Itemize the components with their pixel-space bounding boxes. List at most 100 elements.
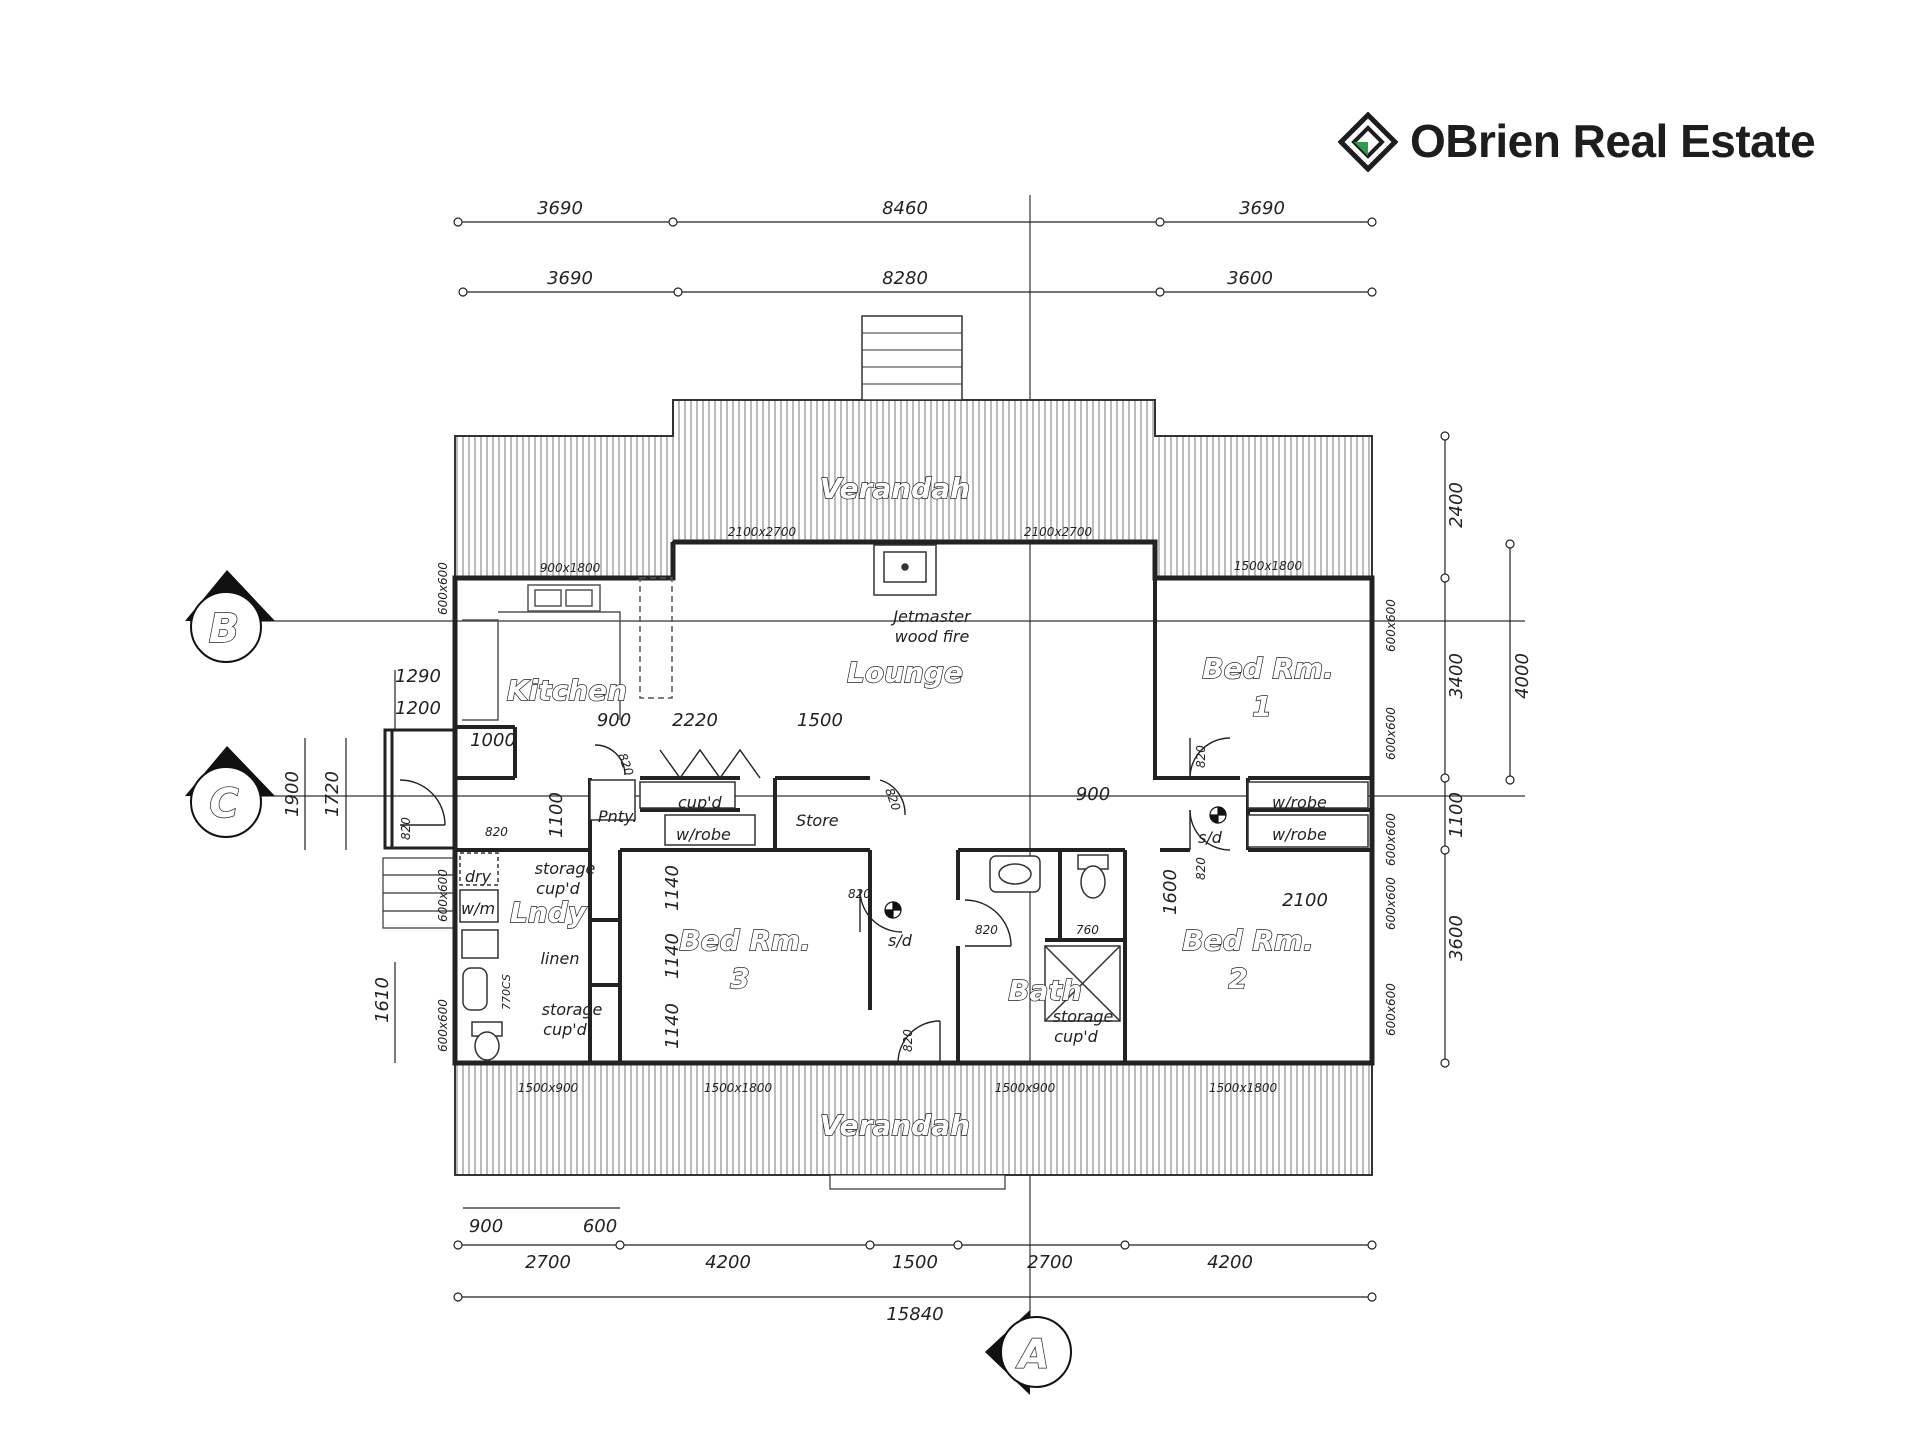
dimension-label: 2400 (1446, 482, 1467, 528)
dimension-label: 8460 (882, 198, 928, 219)
laundry-steps (382, 857, 454, 929)
store-label: Store (796, 811, 839, 830)
verandah-bottom (454, 1062, 1373, 1190)
lounge-label: Lounge (847, 656, 963, 689)
linen-label: linen (540, 949, 579, 968)
dimension-label: 1500 (892, 1252, 938, 1273)
smoke-detector-label-left: s/d (888, 931, 913, 950)
dimension-label: 2700 (1027, 1252, 1073, 1273)
storage-cupd-label-1: cup'd (536, 879, 580, 898)
bath-fixtures (989, 854, 1121, 1022)
bed1-wardrobe-b: w/robe (1272, 825, 1327, 844)
house-walls (452, 539, 1375, 1066)
pantry-label: Pnty. (598, 807, 637, 826)
window-label: 1500x1800 (1209, 1081, 1278, 1095)
dimension-label: 1100 (1446, 792, 1467, 838)
door-label: 820 (975, 923, 998, 937)
dimension-label: 4200 (705, 1252, 751, 1273)
hall-cupboards (589, 779, 756, 846)
dimension-label: 3600 (1446, 915, 1467, 961)
window-label: 1500x900 (995, 1081, 1056, 1095)
dimension-label: 3690 (537, 198, 583, 219)
storage-cupd-label-2: cup'd (543, 1020, 587, 1039)
storage-label-1: storage (535, 859, 596, 878)
dimension-label: 1100 (546, 792, 567, 838)
door-label: 820 (1194, 745, 1208, 768)
dimension-label: 900 (1076, 784, 1110, 805)
jetmaster-label: Jetmaster (890, 607, 972, 626)
dimension-label: 600 (583, 1216, 617, 1237)
dimension-label: 1900 (282, 771, 303, 817)
cupboard-label: cup'd (678, 793, 722, 812)
dimension-label: 4200 (1207, 1252, 1253, 1273)
section-label-b: B (209, 606, 240, 652)
window-label: 600x600 (1384, 707, 1398, 760)
verandah-bottom-label: Verandah (820, 1109, 970, 1142)
dimension-label: 15840 (886, 1304, 943, 1325)
door-swings (399, 737, 1231, 1064)
section-marker-b: B (185, 570, 275, 663)
window-label: 1500x1800 (704, 1081, 773, 1095)
bed3-label: Bed Rm. (679, 924, 811, 957)
dimension-label: 2100 (1282, 890, 1328, 911)
bed1-wardrobe-a: w/robe (1272, 793, 1327, 812)
bed3-number: 3 (730, 962, 749, 995)
smoke-detector-label-right: s/d (1198, 828, 1223, 847)
dimension-label: 4000 (1512, 653, 1533, 699)
dimension-label: 1500 (797, 710, 843, 731)
door-label: 820 (1194, 857, 1208, 880)
window-label: 600x600 (436, 999, 450, 1052)
door-label: 820 (848, 887, 871, 901)
window-label: 600x600 (1384, 599, 1398, 652)
dimension-label: 3690 (547, 268, 593, 289)
washing-machine-label: w/m (461, 899, 495, 918)
dimension-label: 1290 (395, 666, 441, 687)
dryer-label: dry (465, 867, 492, 886)
section-marker-a: A (985, 1310, 1072, 1395)
bed2-label: Bed Rm. (1182, 924, 1314, 957)
dimension-label: 900 (469, 1216, 503, 1237)
dimension-label: 8280 (882, 268, 928, 289)
verandah-top-label: Verandah (820, 472, 970, 505)
laundry-extension (383, 728, 455, 850)
window-label: 1500x1800 (1234, 559, 1303, 573)
verandah-top (454, 315, 1373, 579)
dimension-label: 1720 (322, 771, 343, 817)
window-label: 2100x2700 (1024, 525, 1093, 539)
hall-wardrobe-label: w/robe (676, 825, 731, 844)
wc-label: 770CS (500, 974, 513, 1010)
bed1-number: 1 (1252, 690, 1271, 723)
dimension-label: 3400 (1446, 653, 1467, 699)
dimension-ticks (453, 217, 1515, 1302)
storage-label-2: storage (542, 1000, 603, 1019)
window-label: 600x600 (1384, 813, 1398, 866)
section-label-c: C (209, 781, 238, 827)
bed1-label: Bed Rm. (1202, 652, 1334, 685)
dimension-label: 3600 (1227, 268, 1273, 289)
window-label: 600x600 (436, 869, 450, 922)
diamond-logo-icon (1338, 112, 1398, 172)
storage-cupd-label-3: cup'd (1054, 1027, 1098, 1046)
window-label: 600x600 (1384, 983, 1398, 1036)
interior-walls (453, 578, 1372, 1063)
jetmaster-fireplace (873, 544, 937, 596)
dimension-label: 1000 (470, 730, 516, 751)
laundry-fixtures (459, 852, 503, 1061)
storage-label-3: storage (1053, 1007, 1114, 1026)
dimension-label: 1140 (662, 933, 683, 979)
brand-name: OBrien Real Estate (1410, 115, 1816, 167)
window-label: 900x1800 (540, 561, 601, 575)
window-label: 600x600 (436, 562, 450, 615)
dimension-label: 3690 (1239, 198, 1285, 219)
bed2-number: 2 (1228, 962, 1247, 995)
bed1-wardrobes (1247, 781, 1369, 848)
smoke-detector-icon (884, 806, 1227, 919)
window-label: 600x600 (1384, 877, 1398, 930)
door-label: 820 (399, 817, 413, 840)
bath-label: Bath (1008, 974, 1082, 1007)
section-label-a: A (1016, 1332, 1050, 1378)
dimension-label: 1200 (395, 698, 441, 719)
dimension-lines (304, 221, 1511, 1298)
door-label: 760 (1076, 923, 1099, 937)
